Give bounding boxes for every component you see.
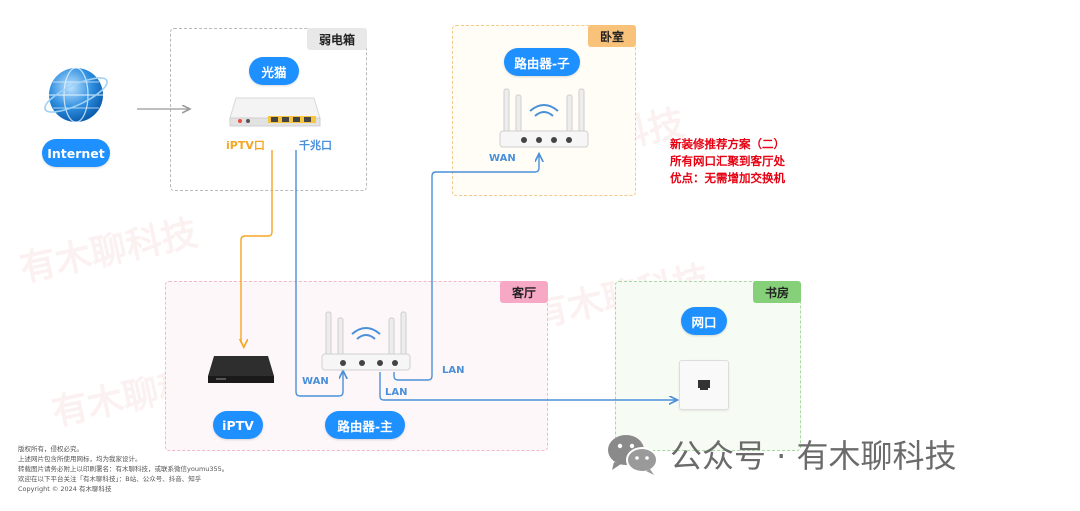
- iptv-port-label: iPTV口: [226, 139, 265, 152]
- router-main-node[interactable]: 路由器-主: [325, 411, 405, 439]
- internet-node[interactable]: Internet: [42, 139, 110, 167]
- gigabit-wire: [295, 150, 343, 397]
- copyright-line: 欢迎在以下平台关注「有木聊科技」：B站、公众号、抖音、知乎: [18, 475, 202, 483]
- gigabit-port-label: 千兆口: [299, 139, 332, 152]
- router-main-icon: [321, 311, 411, 371]
- ethernet-port-icon: [679, 360, 729, 410]
- scheme-note: 新装修推荐方案（二） 所有网口汇聚到客厅处 优点：无需增加交换机: [670, 136, 785, 187]
- router-child-node[interactable]: 路由器-子: [504, 48, 580, 76]
- copyright-line: 版权所有，侵权必究。: [18, 445, 83, 453]
- router-child-icon: [499, 88, 589, 148]
- copyright-line: Copyright © 2024 有木聊科技: [18, 485, 112, 493]
- copyright-line: 转载图片请务必附上以印刷署名：有木聊科技，或联系微信youmu355。: [18, 465, 229, 473]
- wechat-icon: [608, 435, 658, 475]
- lan-to-child-wire: [393, 155, 539, 381]
- main-wan-label: WAN: [302, 376, 329, 387]
- copyright-line: 上述网片包含所使用网标，均为我家设计。: [18, 455, 142, 463]
- note-line: 优点：无需增加交换机: [670, 171, 785, 185]
- wall-port-node[interactable]: 网口: [681, 307, 727, 335]
- lan-label-2: LAN: [385, 387, 408, 398]
- weak-box-tag: 弱电箱: [306, 28, 367, 50]
- copyright-block: 版权所有，侵权必究。 上述网片包含所使用网标，均为我家设计。 转载图片请务必附上…: [18, 444, 228, 494]
- study-tag: 书房: [752, 281, 801, 303]
- wechat-brand: 公众号 · 有木聊科技: [604, 431, 957, 477]
- iptv-box-icon: [208, 356, 274, 383]
- optical-modem-icon: [229, 97, 321, 127]
- note-line: 所有网口汇聚到客厅处: [670, 154, 785, 168]
- iptv-wire: [241, 150, 273, 343]
- living-room-tag: 客厅: [499, 281, 548, 303]
- note-title: 新装修推荐方案（二）: [670, 137, 785, 151]
- child-wan-label: WAN: [489, 153, 516, 164]
- brand-text: 公众号 · 有木聊科技: [670, 437, 957, 475]
- bedroom-tag: 卧室: [587, 25, 636, 47]
- globe-icon: [44, 67, 108, 123]
- lan-label-1: LAN: [442, 365, 465, 376]
- iptv-node[interactable]: iPTV: [213, 411, 263, 439]
- optical-modem-node[interactable]: 光猫: [249, 57, 299, 85]
- lan-to-study-wire: [379, 372, 676, 400]
